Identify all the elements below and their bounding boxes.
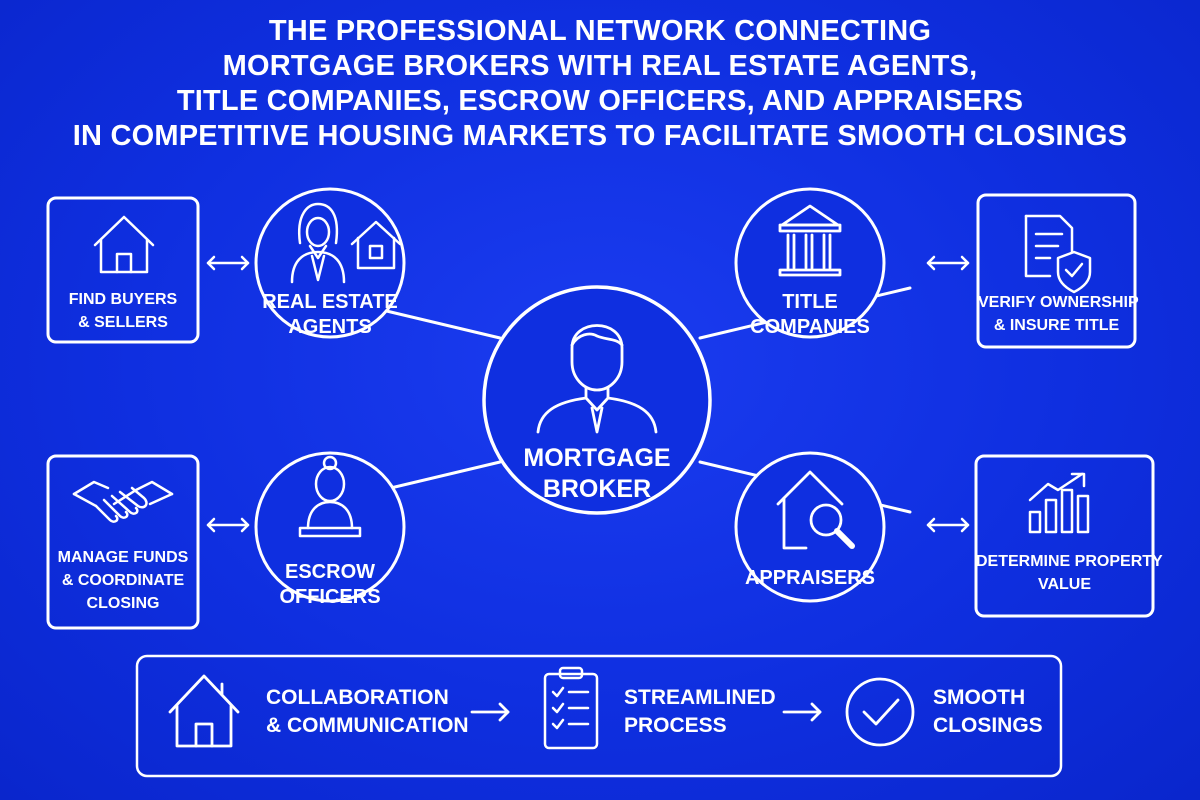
double-arrow-icon <box>206 517 250 533</box>
node-circle-appraisers <box>734 451 886 603</box>
node-label-appraisers: APPRAISERS <box>740 566 880 591</box>
node-label-line: APPRAISERS <box>744 567 876 589</box>
flow-step-label-smooth-closings: SMOOTH CLOSINGS <box>933 684 1043 740</box>
document-shield-icon <box>1024 214 1092 294</box>
double-arrow-icon <box>206 255 250 271</box>
node-label-line: REAL ESTATE <box>262 291 398 313</box>
title-line: THE PROFESSIONAL NETWORK CONNECTING <box>268 15 932 47</box>
center-label-line: MORTGAGE <box>523 444 671 472</box>
side-label-line: FIND BUYERS <box>68 291 178 308</box>
node-label-line: COMPANIES <box>750 316 870 338</box>
bar-chart-growth-icon <box>1028 472 1090 534</box>
side-box-determine-value <box>974 454 1155 618</box>
side-label-line: MANAGE FUNDS <box>57 549 189 566</box>
title-line: IN COMPETITIVE HOUSING MARKETS TO FACILI… <box>72 120 1128 152</box>
side-label-line: VERIFY OWNERSHIP <box>978 294 1139 311</box>
agent-with-house-icon <box>290 202 402 284</box>
side-box-find-buyers <box>46 196 200 344</box>
flow-step-label-collaboration: COLLABORATION & COMMUNICATION <box>266 684 469 740</box>
side-label-line: DETERMINE PROPERTY <box>976 553 1163 570</box>
side-label-find-buyers: FIND BUYERS & SELLERS <box>48 288 198 334</box>
node-label-line: OFFICERS <box>279 586 381 608</box>
side-label-determine-value: DETERMINE PROPERTY VALUE <box>976 550 1163 596</box>
node-label-title-companies: TITLE COMPANIES <box>740 290 880 340</box>
flow-label-line: STREAMLINED <box>624 686 776 709</box>
node-label-line: TITLE <box>782 291 838 313</box>
side-box-manage-funds <box>46 454 200 630</box>
node-label-real-estate: REAL ESTATE AGENTS <box>260 290 400 340</box>
flow-label-line: PROCESS <box>624 714 727 737</box>
page-title: THE PROFESSIONAL NETWORK CONNECTING MORT… <box>0 14 1200 154</box>
bank-building-icon <box>778 204 842 277</box>
title-line: TITLE COMPANIES, ESCROW OFFICERS, AND AP… <box>176 85 1024 117</box>
arrow-right-icon <box>782 702 822 722</box>
node-label-line: AGENTS <box>288 316 372 338</box>
side-label-verify-ownership: VERIFY OWNERSHIP & INSURE TITLE <box>978 291 1139 337</box>
side-label-line: CLOSING <box>86 595 160 612</box>
title-line: MORTGAGE BROKERS WITH REAL ESTATE AGENTS… <box>222 50 978 82</box>
center-node-circle <box>482 285 712 515</box>
arrow-right-icon <box>470 702 510 722</box>
double-arrow-icon <box>926 255 970 271</box>
woman-at-desk-icon <box>298 455 362 538</box>
side-label-line: VALUE <box>1037 576 1092 593</box>
flow-label-line: COLLABORATION <box>266 686 449 709</box>
center-node-label: MORTGAGE BROKER <box>497 443 697 505</box>
double-arrow-icon <box>926 517 970 533</box>
side-label-line: & INSURE TITLE <box>993 317 1120 334</box>
checklist-clipboard-icon <box>543 666 599 750</box>
flow-label-line: CLOSINGS <box>933 714 1043 737</box>
side-label-manage-funds: MANAGE FUNDS & COORDINATE CLOSING <box>48 546 198 615</box>
node-circle-real-estate <box>254 187 406 339</box>
flow-step-label-streamlined: STREAMLINED PROCESS <box>624 684 776 740</box>
check-circle-icon <box>845 677 915 747</box>
side-label-line: & COORDINATE <box>61 572 185 589</box>
side-box-verify-ownership <box>976 193 1137 349</box>
house-icon <box>168 674 240 748</box>
center-label-line: BROKER <box>542 475 652 503</box>
side-label-line: & SELLERS <box>78 314 168 331</box>
flow-bar <box>135 654 1063 778</box>
node-circle-title <box>734 187 886 339</box>
node-label-line: ESCROW <box>285 561 375 583</box>
flow-label-line: SMOOTH <box>933 686 1026 709</box>
handshake-icon <box>72 480 174 523</box>
house-icon <box>93 215 155 274</box>
node-label-escrow: ESCROW OFFICERS <box>260 560 400 610</box>
businessman-icon <box>536 324 658 434</box>
house-magnifier-icon <box>776 470 855 550</box>
flow-label-line: & COMMUNICATION <box>266 714 469 737</box>
